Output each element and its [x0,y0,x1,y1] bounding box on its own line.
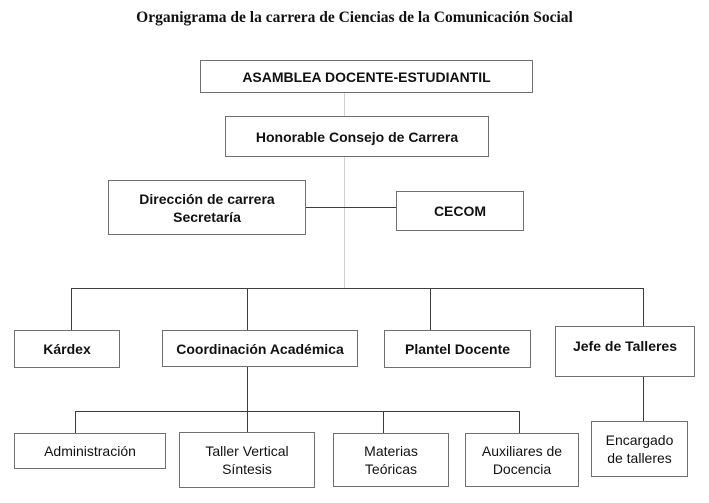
spine-connector [344,92,345,288]
coordinacion-down-connector [247,367,248,432]
encargado-box: Encargado de talleres [591,421,688,477]
kardex-label: Kárdex [43,341,91,357]
auxiliares-drop-connector [519,411,520,433]
coordinacion-label: Coordinación Académica [176,340,344,357]
level2-horizontal-connector [71,288,643,289]
taller-vertical-box: Taller Vertical Síntesis [179,432,315,488]
cecom-label: CECOM [433,203,487,219]
encargado-label-line1: Encargado [605,432,674,448]
direccion-label-line2: Secretaría [173,208,241,225]
materias-box: Materias Teóricas [333,433,449,487]
administracion-label: Administración [44,443,136,459]
kardex-box: Kárdex [14,330,120,368]
taller-label-line1: Taller Vertical [205,443,289,459]
administracion-box: Administración [14,433,166,469]
auxiliares-box: Auxiliares de Docencia [465,433,579,487]
jefe-encargado-connector [643,377,644,421]
plantel-drop-connector [430,288,431,330]
consejo-box: Honorable Consejo de Carrera [225,116,489,157]
direccion-cecom-connector [306,207,396,208]
direccion-box: Dirección de carrera Secretaría [108,180,306,235]
jefe-drop-connector [643,288,644,326]
auxiliares-label-line1: Auxiliares de [481,443,563,459]
auxiliares-label-line2: Docencia [492,461,552,477]
coordinacion-box: Coordinación Académica [162,330,358,367]
plantel-box: Plantel Docente [384,330,531,368]
materias-label-line2: Teóricas [364,461,418,477]
consejo-label: Honorable Consejo de Carrera [255,128,459,145]
chart-title: Organigrama de la carrera de Ciencias de… [136,9,573,26]
taller-label-line2: Síntesis [222,461,272,477]
level3-horizontal-connector [75,411,520,412]
administracion-drop-connector [75,411,76,433]
plantel-label: Plantel Docente [404,341,511,357]
asamblea-label: ASAMBLEA DOCENTE-ESTUDIANTIL [242,68,491,85]
jefe-talleres-box: Jefe de Talleres [555,326,695,377]
direccion-label-line1: Dirección de carrera [139,190,275,207]
encargado-label-line2: de talleres [607,450,672,466]
materias-drop-connector [383,411,384,433]
coordinacion-drop-connector [247,288,248,330]
jefe-talleres-label: Jefe de Talleres [572,338,678,354]
kardex-drop-connector [71,288,72,330]
cecom-box: CECOM [396,191,524,231]
asamblea-box: ASAMBLEA DOCENTE-ESTUDIANTIL [200,60,533,93]
materias-label-line1: Materias [364,443,418,459]
